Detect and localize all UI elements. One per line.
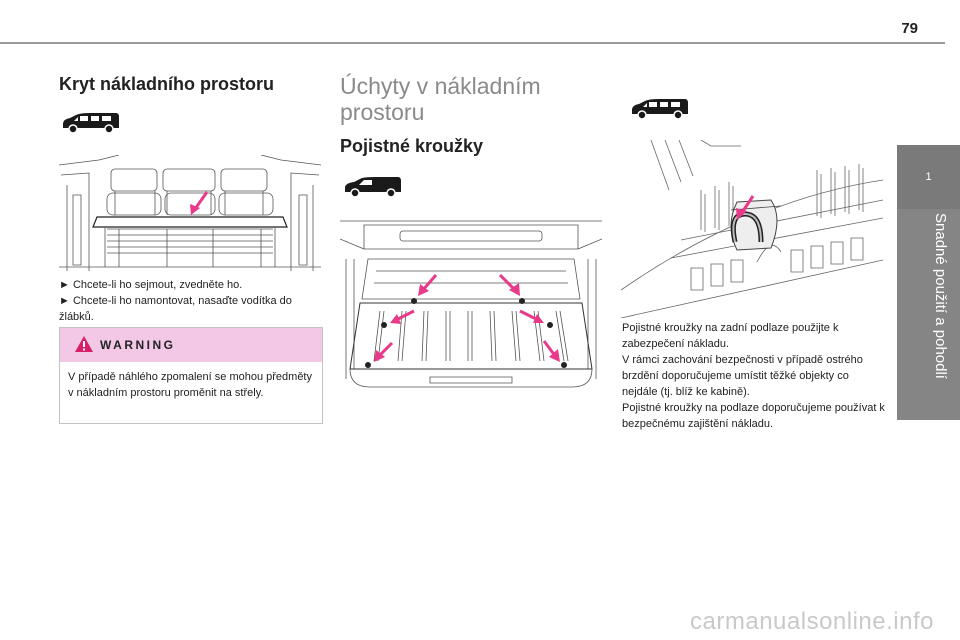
lashing-ring-illustration	[620, 139, 884, 323]
subsection-title: Pojistné kroužky	[340, 136, 484, 156]
minivan-icon	[60, 112, 122, 141]
paragraph-braking: V rámci zachování bezpečnosti v případě …	[622, 354, 863, 398]
section-title-load-cover: Kryt nákladního prostoru	[59, 74, 275, 94]
chapter-label: Snadné použití a pohodlí	[932, 213, 949, 379]
load-cover-illustration	[58, 154, 322, 276]
header-rule	[0, 42, 945, 44]
bullet-install: ► Chcete-li ho namontovat, nasaďte vodít…	[59, 295, 292, 323]
van-icon	[342, 176, 404, 205]
warning-title: WARNING	[100, 338, 176, 352]
cargo-floor-illustration	[339, 219, 603, 394]
load-cover-instructions: ► Chcete-li ho sejmout, zvedněte ho. ► C…	[59, 277, 321, 325]
paragraph-recommendation: Pojistné kroužky na podlaze doporučujeme…	[622, 402, 885, 430]
lashing-ring-text: Pojistné kroužky na zadní podlaze použij…	[622, 320, 887, 432]
bullet-remove: ► Chcete-li ho sejmout, zvedněte ho.	[59, 279, 243, 291]
warning-box: WARNING V případě náhlého zpomalení se m…	[59, 327, 323, 424]
chapter-number-tab[interactable]: 1	[897, 145, 960, 209]
warning-text: V případě náhlého zpomalení se mohou pře…	[68, 371, 312, 399]
chapter-tab[interactable]: Snadné použití a pohodlí	[897, 209, 960, 420]
minivan-icon-right	[629, 98, 691, 127]
page-number: 79	[901, 20, 918, 37]
watermark: carmanualsonline.info	[690, 608, 934, 635]
warning-triangle-icon	[74, 335, 94, 358]
warning-header: WARNING	[60, 328, 322, 362]
section-title-line1: Úchyty v nákladním	[340, 73, 541, 99]
section-title-line2: prostoru	[340, 99, 425, 125]
paragraph-usage: Pojistné kroužky na zadní podlaze použij…	[622, 322, 839, 350]
